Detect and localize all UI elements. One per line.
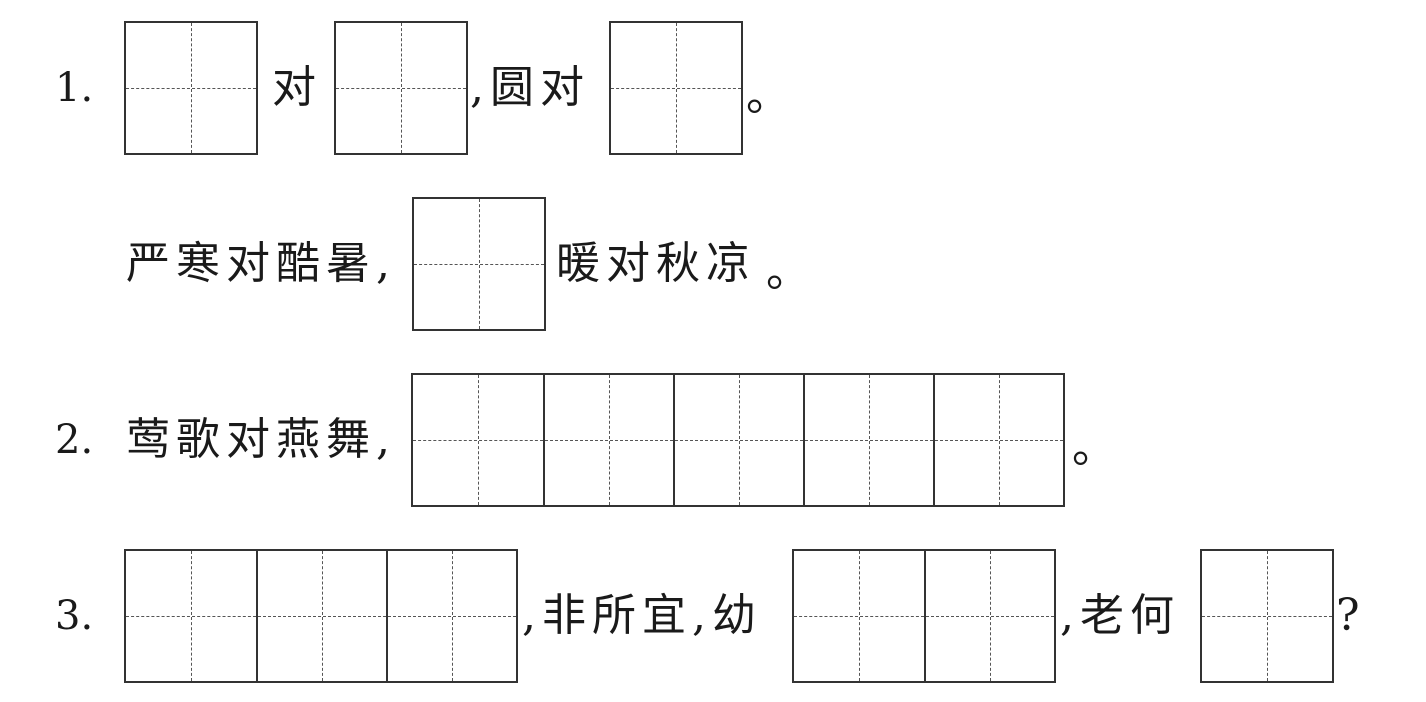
writing-cell[interactable] [933, 375, 1063, 505]
writing-cell[interactable] [256, 551, 386, 681]
answer-box-q2[interactable] [411, 373, 1065, 507]
writing-cell[interactable] [336, 23, 466, 153]
answer-box-q3-1[interactable] [124, 549, 518, 683]
question-mark: ? [1336, 590, 1366, 641]
answer-box-q1-3[interactable] [609, 21, 743, 155]
text-yanhan-dui-kushu: 严寒对酷暑, [126, 238, 396, 289]
writing-cell[interactable] [543, 375, 673, 505]
answer-box-q3-3[interactable] [1200, 549, 1334, 683]
text-nuan-dui-qiuliang: 暖对秋凉 [556, 238, 756, 289]
text-dui: 对 [272, 62, 322, 113]
text-yuan-dui: ,圆对 [470, 62, 590, 113]
answer-box-q3-2[interactable] [792, 549, 1056, 683]
writing-cell[interactable] [126, 23, 256, 153]
writing-cell[interactable] [414, 199, 544, 329]
writing-cell[interactable] [1202, 551, 1332, 681]
question-3-line: 3. ,非所宜,幼 ,老何 ? [0, 549, 1426, 683]
writing-cell[interactable] [126, 551, 256, 681]
question-1-line-2: 严寒对酷暑, 暖对秋凉 。 [0, 197, 1426, 331]
question-number: 3. [55, 593, 94, 639]
question-2-line: 2. 莺歌对燕舞, 。 [0, 373, 1426, 507]
period: 。 [746, 70, 796, 121]
question-number: 1. [55, 65, 94, 111]
text-fei-suo-yi-you: ,非所宜,幼 [522, 590, 762, 641]
writing-cell[interactable] [794, 551, 924, 681]
period: 。 [1072, 422, 1122, 473]
text-lao-he: ,老何 [1060, 590, 1180, 641]
writing-cell[interactable] [413, 375, 543, 505]
writing-cell[interactable] [611, 23, 741, 153]
answer-box-q1-1[interactable] [124, 21, 258, 155]
writing-cell[interactable] [386, 551, 516, 681]
question-1-line-1: 1. 对 ,圆对 。 [0, 21, 1426, 155]
writing-cell[interactable] [924, 551, 1054, 681]
writing-cell[interactable] [803, 375, 933, 505]
text-yingge-dui-yanwu: 莺歌对燕舞, [126, 414, 396, 465]
writing-cell[interactable] [673, 375, 803, 505]
answer-box-q1b[interactable] [412, 197, 546, 331]
answer-box-q1-2[interactable] [334, 21, 468, 155]
period: 。 [766, 246, 816, 297]
question-number: 2. [55, 417, 94, 463]
